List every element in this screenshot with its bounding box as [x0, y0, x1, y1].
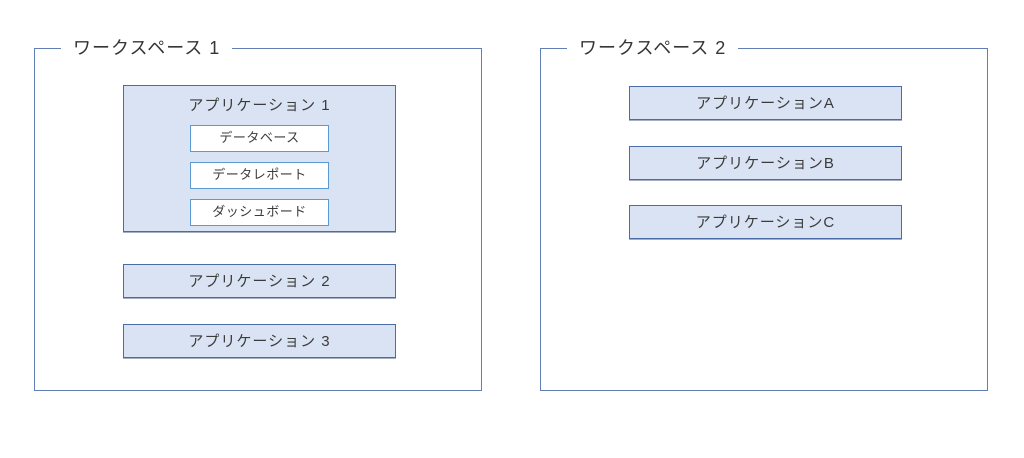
workspace-1-box: ワークスペース 1 アプリケーション 1 データベース データレポート ダッシュ…	[34, 35, 482, 391]
application-1-box: アプリケーション 1 データベース データレポート ダッシュボード	[123, 85, 396, 232]
application-c-box: アプリケーションC	[629, 205, 902, 239]
application-b-box: アプリケーションB	[629, 146, 902, 180]
application-3-box: アプリケーション 3	[123, 324, 396, 358]
application-1-label: アプリケーション 1	[188, 97, 331, 114]
application-a-box: アプリケーションA	[629, 86, 902, 120]
module-dashboard-box: ダッシュボード	[190, 199, 329, 226]
module-database-box: データベース	[190, 125, 329, 152]
module-data-report-box: データレポート	[190, 162, 329, 189]
application-2-box: アプリケーション 2	[123, 264, 396, 298]
workspace-2-title: ワークスペース 2	[567, 35, 739, 61]
workspace-2-box: ワークスペース 2 アプリケーションA アプリケーションB アプリケーションC	[540, 35, 988, 391]
workspace-1-title: ワークスペース 1	[61, 35, 233, 61]
